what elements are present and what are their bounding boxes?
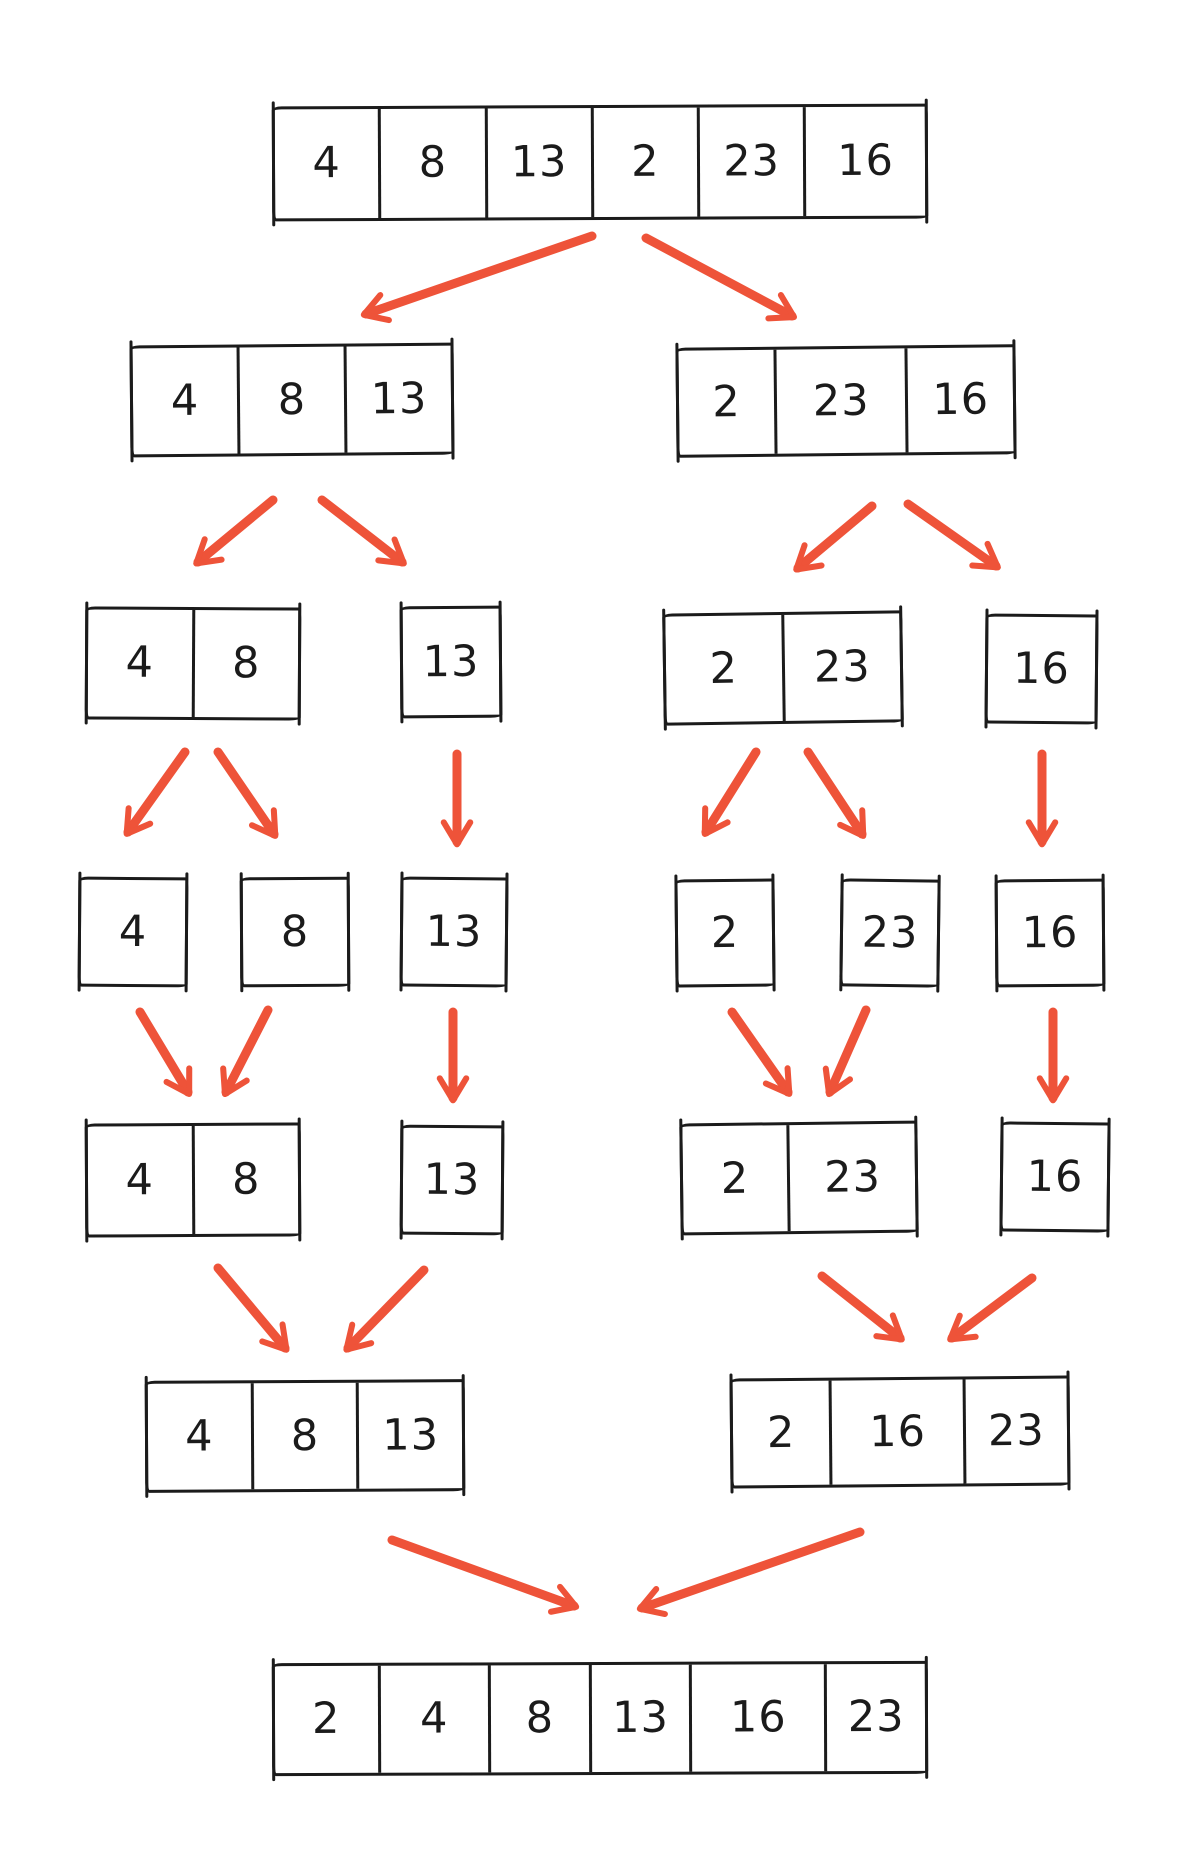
array-cell: 16 bbox=[829, 1379, 964, 1485]
array-cell: 16 bbox=[1012, 643, 1071, 694]
array-cell: 4 bbox=[312, 138, 341, 189]
array-pair-2-23: 2 23 bbox=[662, 610, 904, 726]
array-merged-2-23: 2 23 bbox=[679, 1120, 919, 1236]
array-cell: 2 bbox=[590, 107, 698, 218]
array-cell: 4 bbox=[125, 637, 155, 688]
array-cell: 8 bbox=[487, 1665, 589, 1773]
array-singleton-2: 2 bbox=[674, 878, 776, 988]
array-cell: 8 bbox=[236, 346, 345, 454]
array-pair-4-8: 4 8 bbox=[84, 606, 302, 721]
array-merged-16: 16 bbox=[999, 1121, 1111, 1233]
array-cell: 8 bbox=[280, 906, 310, 957]
split-arrow-48-to-4 bbox=[123, 747, 190, 837]
array-cell: 13 bbox=[356, 1382, 463, 1489]
array-singleton-23: 23 bbox=[839, 878, 941, 988]
array-cell: 23 bbox=[824, 1663, 926, 1772]
merge-arrow-4-into-48 bbox=[135, 1007, 193, 1097]
array-merged-13: 13 bbox=[399, 1124, 505, 1236]
array-cell: 8 bbox=[191, 609, 299, 718]
array-cell: 4 bbox=[170, 375, 200, 426]
array-single-13: 13 bbox=[399, 605, 503, 719]
array-cell: 13 bbox=[343, 345, 452, 453]
split-arrow-right-half-left bbox=[793, 501, 877, 573]
array-cell: 16 bbox=[1026, 1151, 1084, 1202]
split-arrow-right-half-right bbox=[903, 499, 1001, 571]
array-initial: 4 8 13 2 23 16 bbox=[271, 103, 929, 222]
array-cell: 13 bbox=[423, 1154, 481, 1205]
split-arrow-223-to-23 bbox=[803, 747, 867, 839]
array-cell: 16 bbox=[904, 347, 1014, 453]
array-cell: 16 bbox=[803, 106, 926, 217]
array-cell: 8 bbox=[191, 1125, 299, 1235]
array-singleton-16: 16 bbox=[994, 878, 1106, 988]
merge-arrow-2-into-223 bbox=[727, 1007, 793, 1097]
merge-arrow-23-into-223 bbox=[822, 1005, 871, 1098]
array-cell: 2 bbox=[710, 907, 740, 958]
array-cell: 4 bbox=[185, 1410, 214, 1462]
array-sorted-left-half: 4 8 13 bbox=[144, 1379, 466, 1493]
array-cell: 13 bbox=[484, 108, 591, 218]
array-cell: 23 bbox=[786, 1123, 916, 1232]
split-arrow-48-to-8 bbox=[213, 747, 279, 839]
array-merged-4-8: 4 8 bbox=[84, 1122, 302, 1238]
array-cell: 23 bbox=[696, 107, 804, 217]
array-cell: 16 bbox=[689, 1664, 825, 1772]
array-cell: 2 bbox=[312, 1693, 341, 1745]
array-sorted-right-half: 2 16 23 bbox=[729, 1375, 1071, 1489]
array-cell: 8 bbox=[378, 108, 485, 218]
array-single-16: 16 bbox=[984, 613, 1099, 725]
split-arrow-root-right bbox=[641, 233, 798, 322]
merge-arrow-13-into-4813 bbox=[343, 1265, 429, 1353]
array-cell: 4 bbox=[125, 1154, 155, 1205]
array-cell: 13 bbox=[422, 636, 480, 687]
array-cell: 2 bbox=[720, 1153, 750, 1204]
split-arrow-left-half-right bbox=[317, 495, 407, 567]
array-final-sorted: 2 4 8 13 16 23 bbox=[271, 1660, 929, 1777]
array-singleton-13: 13 bbox=[399, 876, 509, 988]
array-cell: 2 bbox=[712, 376, 741, 427]
split-arrow-left-half-left bbox=[193, 495, 278, 567]
array-cell: 16 bbox=[1021, 907, 1079, 958]
array-singleton-4: 4 bbox=[77, 876, 189, 988]
array-cell: 2 bbox=[766, 1407, 796, 1458]
array-cell: 4 bbox=[377, 1665, 489, 1773]
array-cell: 23 bbox=[773, 348, 906, 454]
split-arrow-223-to-2 bbox=[701, 747, 761, 837]
array-cell: 23 bbox=[861, 907, 919, 958]
array-cell: 23 bbox=[962, 1378, 1068, 1484]
array-right-half: 2 23 16 bbox=[675, 344, 1017, 458]
array-left-half: 4 8 13 bbox=[129, 342, 455, 458]
array-cell: 23 bbox=[780, 613, 901, 722]
merge-arrow-left-into-final bbox=[387, 1535, 580, 1615]
merge-arrow-right-into-final bbox=[636, 1527, 865, 1618]
split-arrow-root-left bbox=[360, 231, 597, 324]
merge-arrow-8-into-48 bbox=[220, 1005, 273, 1098]
array-singleton-8: 8 bbox=[239, 876, 351, 988]
merge-arrow-48-into-4813 bbox=[213, 1263, 290, 1353]
array-cell: 4 bbox=[118, 906, 148, 957]
array-cell: 13 bbox=[425, 906, 483, 957]
array-cell: 8 bbox=[250, 1382, 357, 1490]
merge-arrow-16-into-21623 bbox=[947, 1273, 1037, 1343]
array-cell: 2 bbox=[709, 643, 739, 694]
array-cell: 13 bbox=[588, 1664, 690, 1773]
merge-arrow-223-into-21623 bbox=[817, 1271, 905, 1343]
